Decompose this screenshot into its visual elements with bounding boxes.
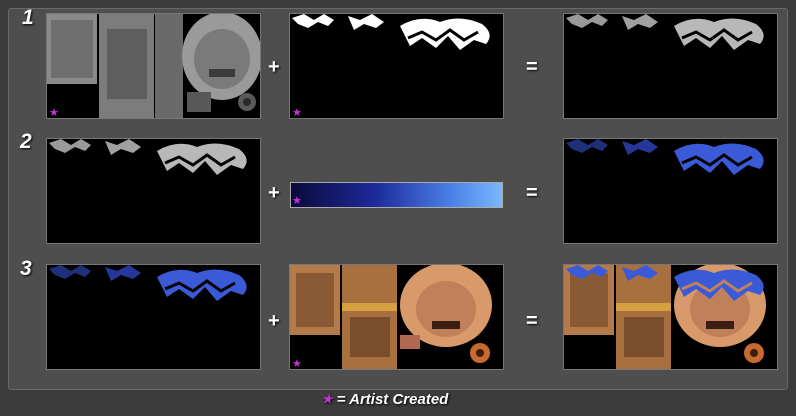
blue-tinted-input-panel (46, 264, 261, 370)
grayscale-texture-panel: ★ (46, 13, 261, 119)
masked-grayscale-input-image (49, 139, 247, 175)
row-number-3: 3 (20, 257, 32, 280)
equals-operator-3: = (526, 310, 538, 332)
blue-gradient-ramp: ★ (290, 182, 503, 208)
masked-grayscale-result-panel (563, 13, 778, 119)
color-skin-texture-panel: ★ (289, 264, 504, 370)
plus-operator-3: + (268, 310, 280, 332)
tattoo-mask-image (292, 14, 490, 50)
masked-grayscale-input-panel (46, 138, 261, 244)
plus-operator-2: + (268, 182, 280, 204)
tattoo-mask-panel: ★ (289, 13, 504, 119)
blue-tinted-result-panel (563, 138, 778, 244)
final-tattooed-texture-panel (563, 264, 778, 370)
blue-tinted-input-image (49, 265, 247, 301)
artist-created-star: ★ (322, 391, 333, 406)
row-number-2: 2 (20, 130, 32, 153)
row-number-1: 1 (22, 6, 34, 29)
artist-created-star: ★ (292, 358, 302, 370)
final-tattooed-texture-image (564, 265, 777, 369)
legend: ★ = Artist Created (322, 389, 448, 409)
masked-grayscale-result-image (566, 14, 764, 50)
legend-text: = Artist Created (336, 390, 449, 408)
equals-operator-2: = (526, 182, 538, 204)
grayscale-texture-image (47, 14, 260, 118)
artist-created-star: ★ (49, 107, 59, 119)
artist-created-star: ★ (292, 107, 302, 119)
equals-operator-1: = (526, 56, 538, 78)
artist-created-star: ★ (292, 195, 302, 207)
plus-operator-1: + (268, 56, 280, 78)
blue-tinted-result-image (566, 139, 764, 175)
color-skin-texture-image (290, 265, 503, 369)
